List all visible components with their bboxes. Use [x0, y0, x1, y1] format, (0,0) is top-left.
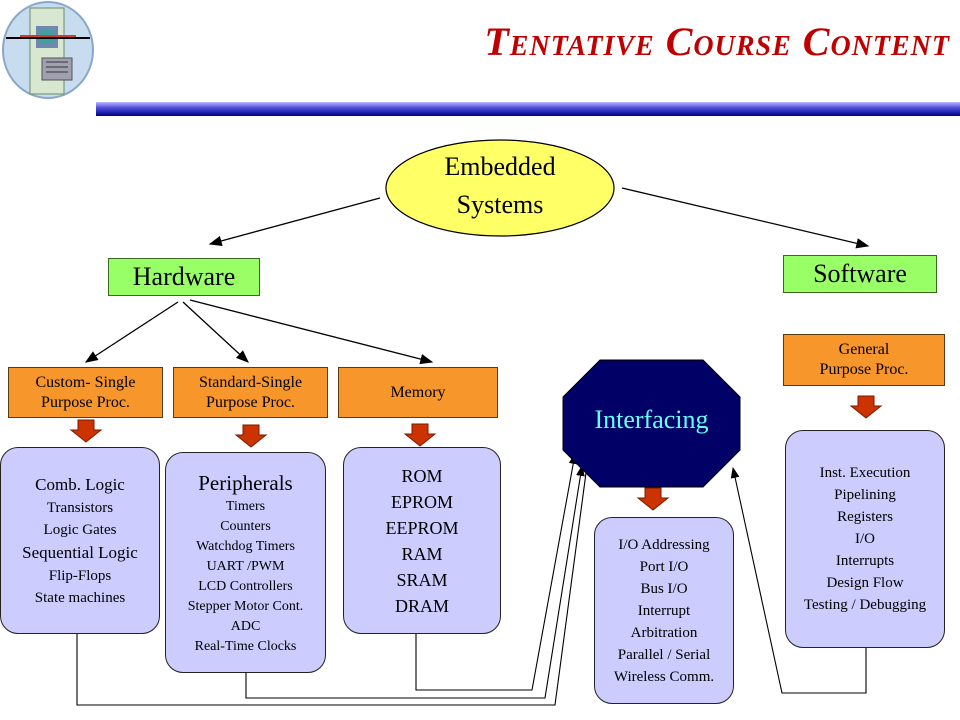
block-arrow-standard	[234, 424, 268, 448]
list-item: Transistors	[46, 499, 114, 516]
list-item: Testing / Debugging	[803, 597, 927, 613]
list-item: Real-Time Clocks	[194, 638, 297, 654]
software-box: Software	[783, 255, 937, 293]
list-item: Logic Gates	[43, 521, 117, 538]
list-item: Inst. Execution	[819, 465, 911, 481]
list-item: Parallel / Serial	[617, 646, 711, 663]
embedded-systems-ellipse	[385, 139, 615, 237]
block-arrow-custom	[69, 419, 103, 443]
list-item: I/O Addressing	[618, 536, 710, 553]
block-arrow-memory	[403, 423, 437, 447]
list-item: EPROM	[390, 491, 453, 512]
list-item: I/O	[855, 531, 875, 547]
software-topics-box: Inst. Execution Pipelining Registers I/O…	[785, 430, 945, 648]
list-item: ADC	[230, 618, 261, 634]
course-logo	[0, 0, 96, 104]
list-item: Timers	[225, 498, 266, 514]
arrow-root-to-software	[621, 187, 870, 249]
list-item: Pipelining	[834, 487, 896, 503]
peripherals-box: Peripherals Timers Counters Watchdog Tim…	[165, 452, 326, 673]
title-underline-bar	[96, 102, 960, 116]
interfacing-topics-box: I/O Addressing Port I/O Bus I/O Interrup…	[594, 517, 734, 704]
list-item: Interrupt	[637, 602, 691, 619]
arrow-hardware-to-standard	[182, 301, 249, 363]
general-purpose-box: General Purpose Proc.	[783, 334, 945, 386]
list-item: Stepper Motor Cont.	[187, 598, 304, 614]
interfacing-octagon	[562, 359, 741, 488]
list-item: EEPROM	[385, 517, 459, 538]
hardware-box: Hardware	[108, 258, 260, 296]
comb-logic-heading: Comb. Logic	[35, 474, 125, 494]
general-line2: Purpose Proc.	[819, 361, 909, 378]
list-item: Port I/O	[639, 558, 689, 575]
list-item: RAM	[401, 543, 443, 564]
list-item: ROM	[401, 465, 443, 486]
chip-globe-icon	[2, 1, 94, 99]
arrow-hardware-to-memory	[189, 299, 434, 365]
list-item: UART /PWM	[206, 558, 285, 574]
list-item: Flip-Flops	[48, 567, 112, 584]
arrow-root-to-hardware	[208, 197, 381, 246]
standard-single-purpose-box: Standard-Single Purpose Proc.	[173, 367, 328, 418]
memory-types-box: ROM EPROM EEPROM RAM SRAM DRAM	[343, 447, 501, 634]
list-item: LCD Controllers	[198, 578, 293, 594]
sequential-logic-heading: Sequential Logic	[22, 542, 138, 562]
standard-line2: Purpose Proc.	[206, 393, 295, 411]
list-item: State machines	[34, 589, 126, 606]
list-item: Arbitration	[630, 624, 698, 641]
list-item: Counters	[220, 518, 271, 534]
list-item: DRAM	[394, 595, 449, 616]
line-memory-to-interfacing	[415, 452, 578, 691]
list-item: Watchdog Timers	[196, 538, 295, 554]
list-item: SRAM	[396, 569, 448, 590]
comb-logic-box: Comb. Logic Transistors Logic Gates Sequ…	[0, 447, 160, 634]
general-line1: General	[838, 341, 890, 358]
line-software-to-interfacing	[730, 466, 867, 694]
custom-line1: Custom- Single	[35, 373, 136, 391]
list-item: Wireless Comm.	[613, 668, 715, 685]
list-item: Interrupts	[835, 553, 895, 569]
memory-box: Memory	[338, 367, 498, 418]
line-peripherals-to-interfacing	[245, 464, 585, 699]
list-item: Design Flow	[826, 575, 904, 591]
arrow-hardware-to-custom	[84, 301, 179, 363]
list-item: Bus I/O	[640, 580, 688, 597]
custom-single-purpose-box: Custom- Single Purpose Proc.	[8, 367, 163, 418]
block-arrow-interfacing	[636, 487, 670, 511]
peripherals-heading: Peripherals	[198, 470, 293, 495]
custom-line2: Purpose Proc.	[41, 393, 130, 411]
standard-line1: Standard-Single	[198, 373, 303, 391]
list-item: Registers	[837, 509, 893, 525]
page-title: Tentative Course Content	[484, 19, 950, 64]
block-arrow-general	[849, 395, 883, 419]
line-comb-logic-to-interfacing	[76, 456, 592, 706]
